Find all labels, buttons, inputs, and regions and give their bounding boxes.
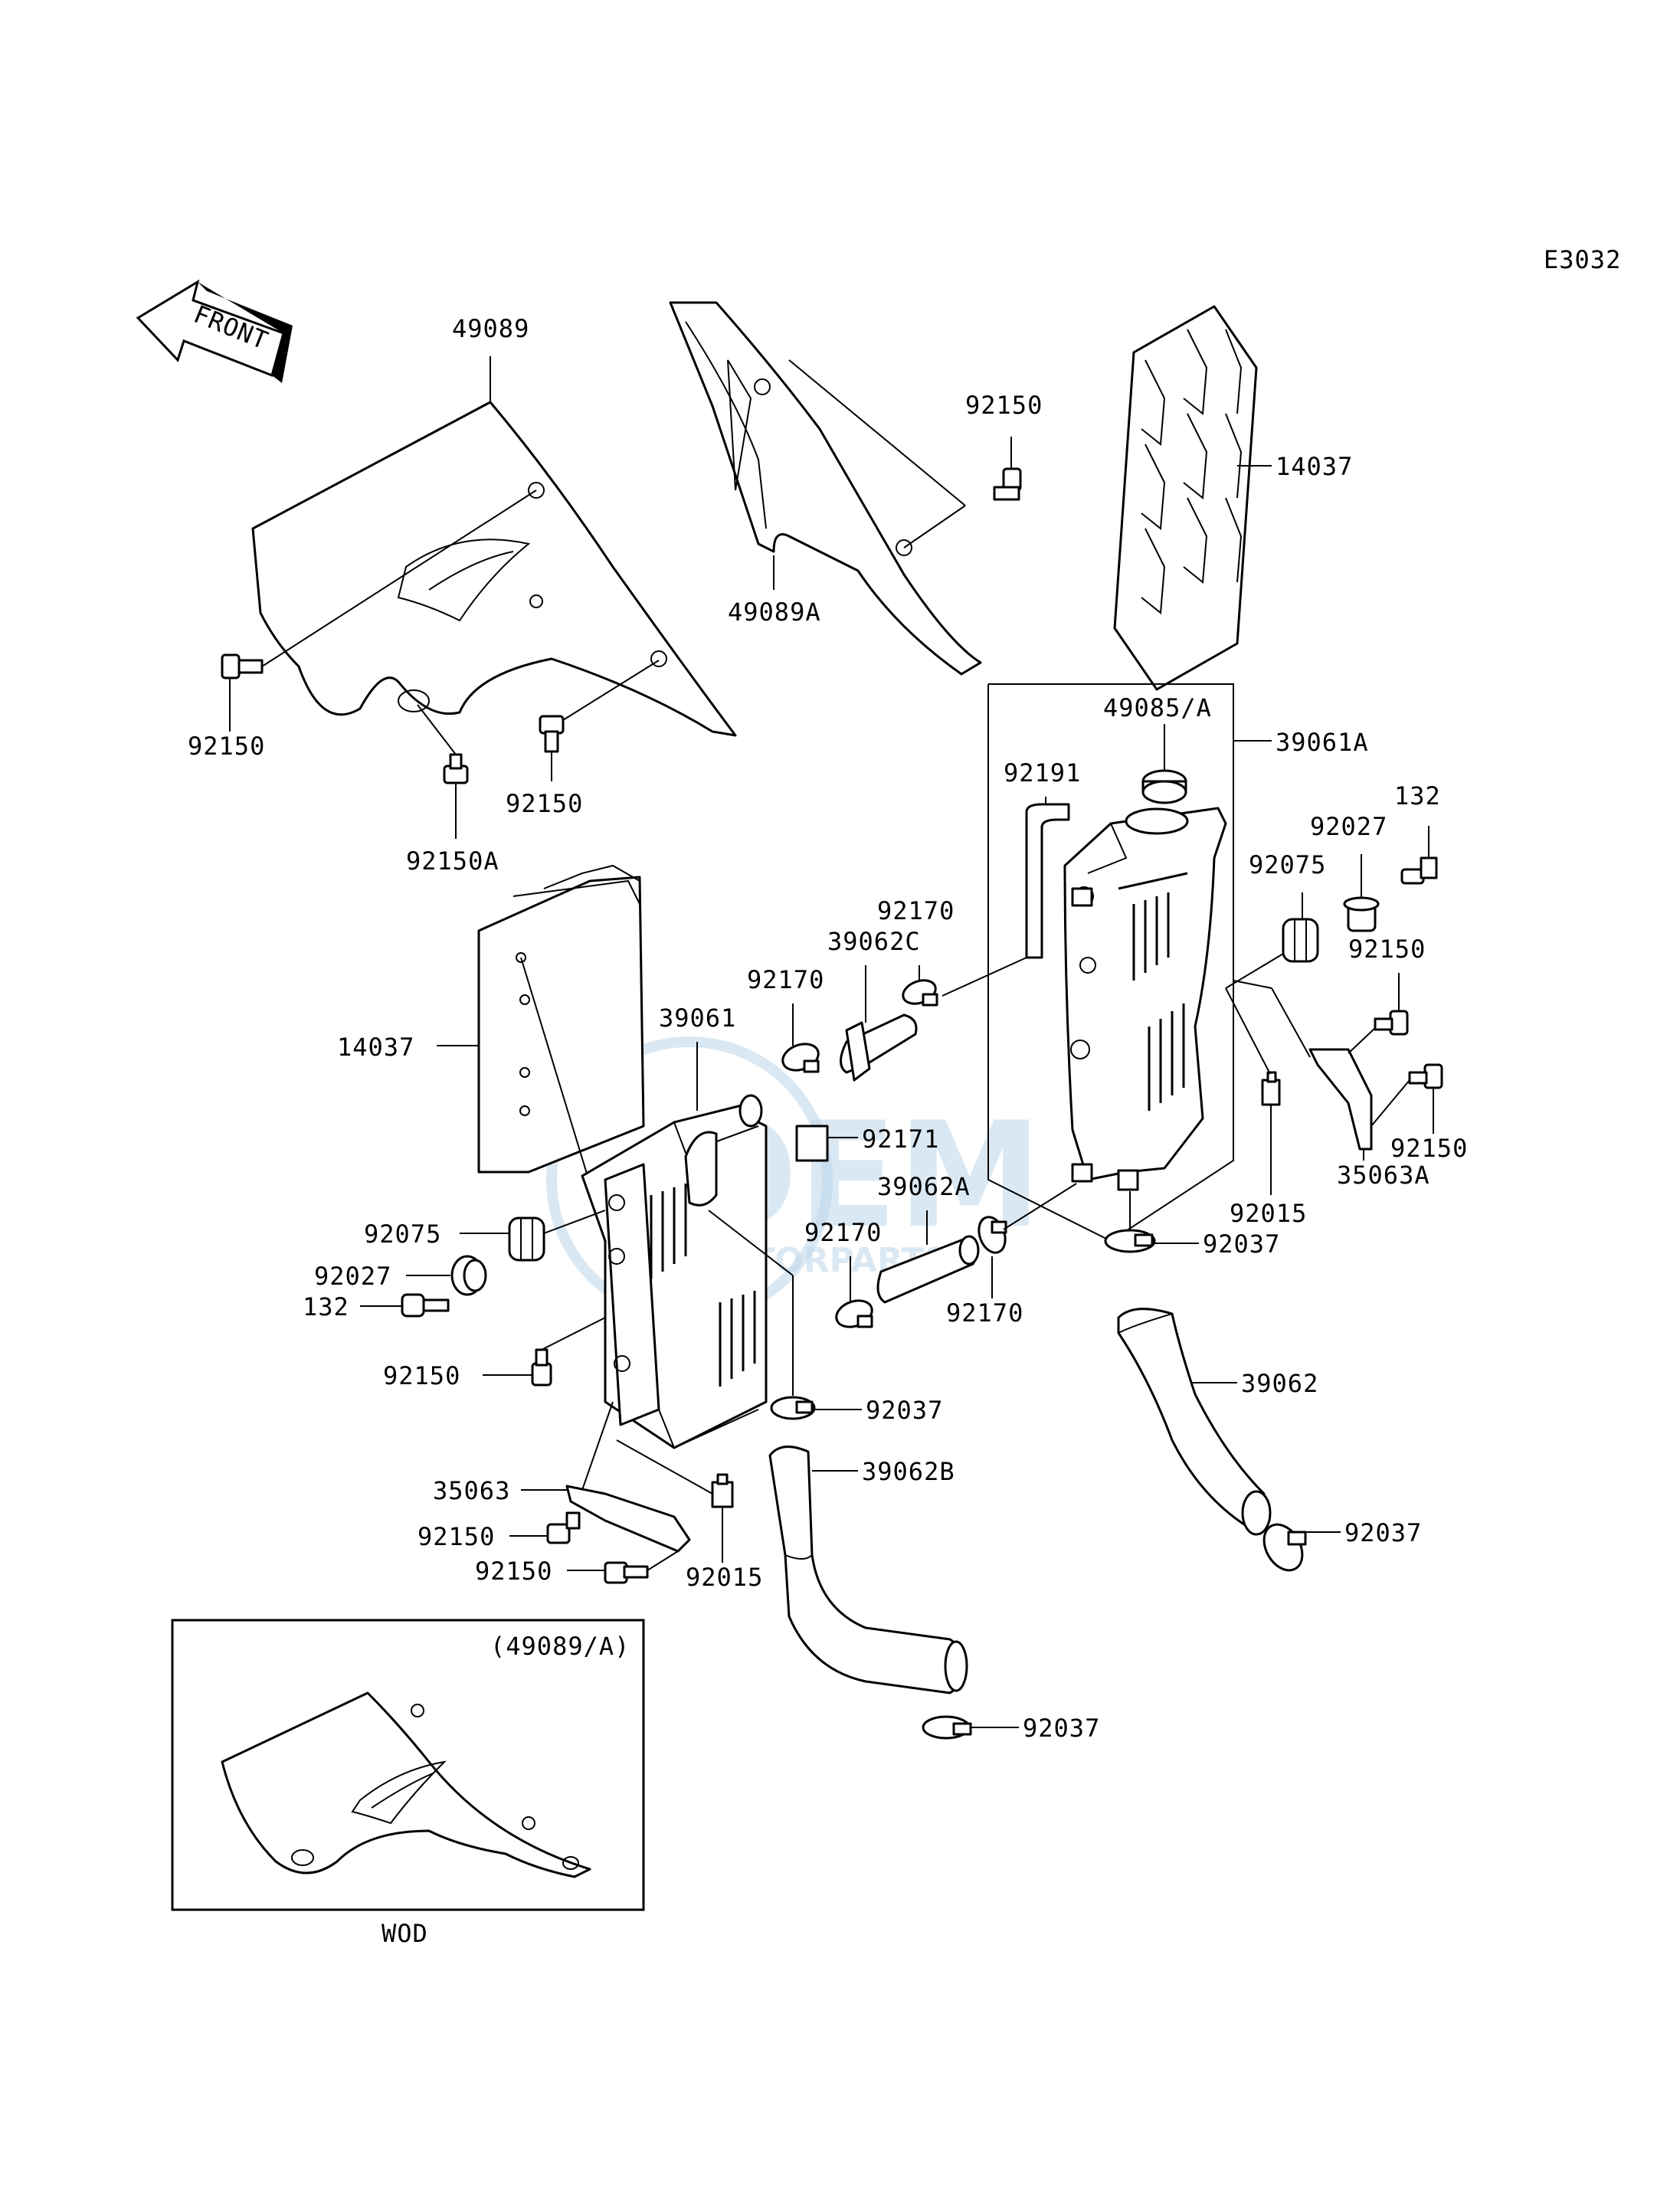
overflow-hose-92191 [1025, 803, 1070, 959]
label-49089A: 49089A [728, 598, 821, 627]
bolt-92150-bracket-lower [604, 1561, 649, 1584]
label-92150-bracket-lower: 92150 [475, 1557, 552, 1586]
bolt-92150-right-upper [1374, 1010, 1409, 1036]
radiator-fins-right [1132, 892, 1185, 1111]
inset-variant-box: (49089/A) [171, 1619, 645, 1911]
hose-39062C [840, 1013, 918, 1082]
radiator-grille-14037-left [477, 864, 645, 1174]
radiator-shroud-49089 [251, 401, 737, 737]
label-39061A: 39061A [1276, 728, 1369, 757]
bolt-92150-bracket-upper [546, 1511, 581, 1544]
label-92150-right-lower: 92150 [1390, 1134, 1468, 1163]
label-92075-left: 92075 [364, 1220, 441, 1249]
diagram-code: E3032 [1544, 245, 1621, 274]
bolt-92150-right-lower [1408, 1063, 1443, 1089]
bolt-132-right [1400, 856, 1438, 885]
grommet-92075-right [1282, 918, 1319, 963]
clamp-92037-a [1104, 1229, 1156, 1253]
right-radiator-assembly-frame [987, 683, 1234, 1243]
bolt-92150-mid [539, 715, 565, 753]
radiator-fins-left [650, 1184, 756, 1387]
bracket-35063 [565, 1485, 691, 1553]
collar-92027-right [1343, 896, 1380, 932]
bolt-92150A [443, 753, 469, 784]
label-92171: 92171 [862, 1125, 939, 1154]
bolt-92150-top [993, 467, 1022, 501]
collar-92027-left [450, 1255, 487, 1296]
clip-92015-right [1261, 1071, 1281, 1106]
label-39061: 39061 [659, 1004, 736, 1033]
shroud-variant-wod [221, 1691, 591, 1878]
label-14037-left: 14037 [337, 1033, 414, 1062]
label-92170-upper-left: 92170 [747, 965, 824, 994]
radiator-grille-14037-right [1113, 305, 1258, 691]
label-39062B: 39062B [862, 1457, 955, 1486]
label-92027-right: 92027 [1310, 812, 1387, 841]
clamp-92170-upper-right [902, 979, 938, 1007]
label-14037-right: 14037 [1276, 452, 1353, 481]
label-35063: 35063 [433, 1476, 510, 1505]
inset-caption: WOD [382, 1919, 428, 1948]
radiator-39061 [581, 1094, 768, 1449]
hose-39062 [1117, 1308, 1272, 1536]
label-92037-d: 92037 [1023, 1714, 1100, 1743]
label-92150-bracket-upper: 92150 [418, 1522, 495, 1551]
label-39062A: 39062A [877, 1172, 971, 1201]
bracket-35063A [1308, 1048, 1373, 1151]
label-39062C: 39062C [827, 927, 921, 956]
label-39062: 39062 [1241, 1369, 1318, 1398]
label-132-left: 132 [303, 1292, 349, 1321]
label-92150-top: 92150 [965, 391, 1043, 420]
label-92150-right-upper: 92150 [1348, 935, 1426, 964]
label-92037-a: 92037 [1203, 1229, 1280, 1259]
radiator-cap-49085A [1141, 769, 1187, 804]
inset-header: (49089/A) [490, 1632, 630, 1661]
radiator-39061A [1063, 807, 1227, 1191]
label-92150A: 92150A [406, 846, 499, 876]
label-92191: 92191 [1004, 758, 1081, 787]
clamp-92037-c [770, 1396, 816, 1420]
clamp-92170-upper-left [781, 1043, 820, 1073]
bolt-92150-left [221, 653, 264, 679]
label-49085A: 49085/A [1103, 693, 1212, 722]
radiator-shroud-49089A [669, 301, 982, 676]
front-arrow-icon: FRONT [136, 279, 293, 383]
hose-39062A [876, 1235, 980, 1304]
label-35063A: 35063A [1337, 1161, 1430, 1190]
clamp-92037-d [922, 1715, 972, 1740]
label-tag-92171 [795, 1125, 829, 1162]
label-92170-upper-right: 92170 [877, 896, 955, 925]
label-132-right: 132 [1394, 781, 1441, 810]
label-92015-right: 92015 [1230, 1199, 1307, 1228]
label-92150-left-radiator: 92150 [383, 1361, 460, 1390]
bolt-132-left [401, 1293, 450, 1318]
bolt-92150-left-radiator [531, 1348, 552, 1387]
label-92150-left: 92150 [188, 732, 265, 761]
clip-92015-left [711, 1473, 734, 1508]
label-92170-lower-right: 92170 [946, 1298, 1023, 1328]
grommet-92075-left [508, 1216, 545, 1262]
label-92150-mid: 92150 [506, 789, 583, 818]
clamp-92037-b [1262, 1523, 1307, 1572]
label-92170-lower-left: 92170 [804, 1218, 882, 1247]
label-92015-left: 92015 [686, 1563, 763, 1592]
label-92075-right: 92075 [1249, 850, 1326, 879]
hose-39062B [768, 1446, 968, 1694]
label-92037-c: 92037 [866, 1396, 943, 1425]
label-92027-left: 92027 [314, 1262, 391, 1291]
label-92037-b: 92037 [1344, 1518, 1422, 1547]
label-49089: 49089 [452, 314, 529, 343]
clamp-92170-lower-left [835, 1299, 873, 1328]
